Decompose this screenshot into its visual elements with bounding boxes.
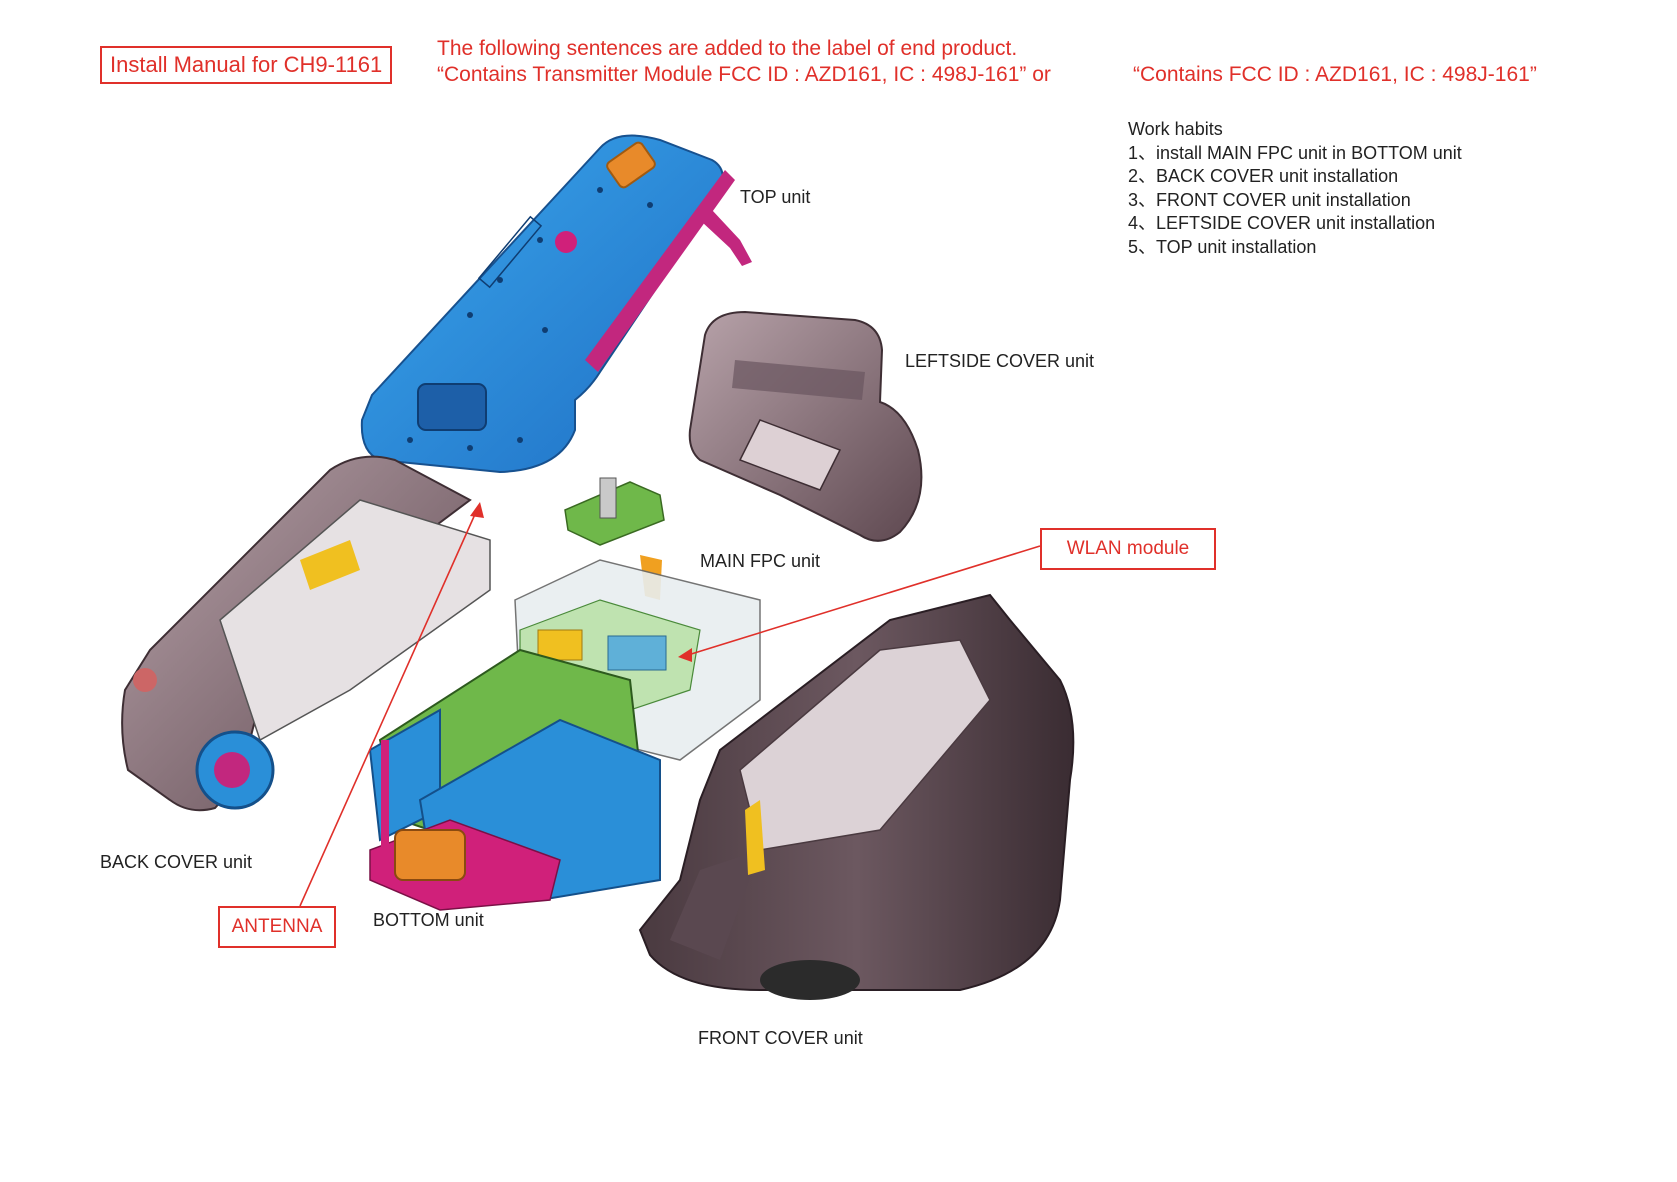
label-notice-line1: The following sentences are added to the… [437,37,1018,60]
leftside-cover-part [688,310,923,542]
bottom-unit-label: BOTTOM unit [373,910,484,930]
work-habits-heading: Work habits [1128,119,1223,139]
work-habits-step: 4、LEFTSIDE COVER unit installation [1128,213,1436,233]
label-notice-line2b: “Contains FCC ID : AZD161, IC : 498J-161… [1133,63,1537,86]
main-fpc-label: MAIN FPC unit [700,551,821,571]
top-unit-part [360,134,752,474]
leftside-cover-label: LEFTSIDE COVER unit [905,351,1095,371]
top-unit-label: TOP unit [740,187,811,207]
antenna-callout: ANTENNA [218,906,336,948]
front-cover-part [638,593,1075,1000]
bottom-unit-part [368,559,761,911]
main-fpc-part [564,477,665,600]
wlan-leader-line [687,545,1041,656]
work-habits-step: 3、FRONT COVER unit installation [1128,189,1411,210]
page-title: Install Manual for CH9-1161 [100,46,393,84]
back-cover-part [121,455,491,812]
antenna-leader-line [299,511,477,907]
work-habits-step: 2、BACK COVER unit installation [1128,166,1399,186]
back-cover-label: BACK COVER unit [100,852,253,872]
front-cover-label: FRONT COVER unit [698,1028,863,1048]
work-habits-step: 5、TOP unit installation [1128,236,1317,257]
work-habits: Work habits 1、install MAIN FPC unit in B… [1128,118,1462,259]
wlan-module-callout: WLAN module [1040,528,1216,570]
work-habits-step: 1、install MAIN FPC unit in BOTTOM unit [1128,142,1462,163]
label-notice-line2a: “Contains Transmitter Module FCC ID : AZ… [437,63,1051,86]
